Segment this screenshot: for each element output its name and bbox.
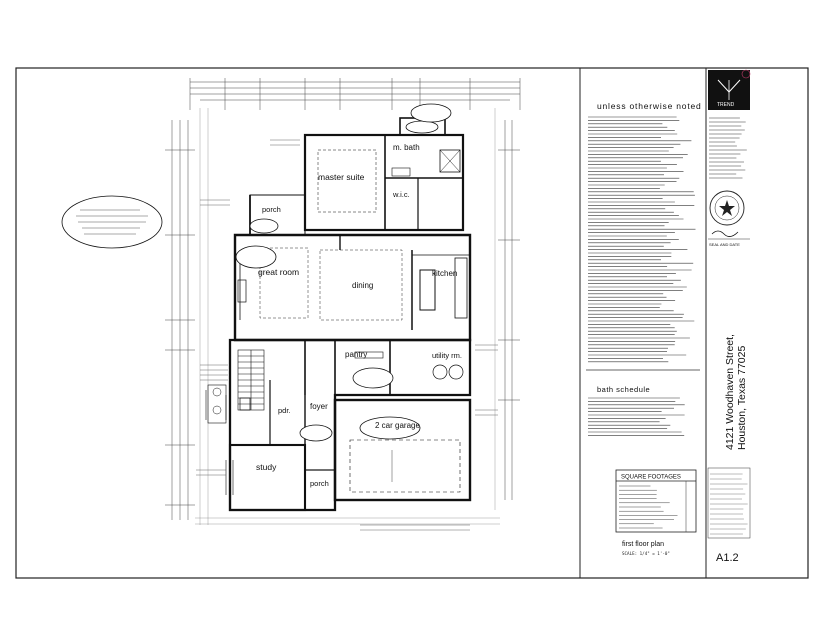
master-wing-walls (303, 133, 465, 232)
bath-schedule-body (588, 397, 685, 436)
bath-schedule-heading: bath schedule (597, 385, 650, 394)
room-label-garage: 2 car garage (375, 421, 420, 430)
seal-star-icon (719, 200, 735, 216)
square-footage-heading: SQUARE FOOTAGES (621, 475, 681, 481)
front-wing-walls (228, 338, 472, 512)
revision-cloud-foyer (299, 424, 333, 442)
revision-cloud-pantry (352, 367, 394, 389)
revision-cloud-great-room (235, 245, 277, 269)
signature (711, 230, 739, 237)
seal-caption: SEAL AND DATE (709, 242, 740, 247)
first-floor-plan (165, 78, 521, 525)
address-line-1: 4121 Woodhaven Street, (724, 334, 736, 450)
study-walls (228, 443, 307, 512)
room-label-study: study (256, 462, 277, 472)
drawing-scale: SCALE: 1/4" = 1'-0" (622, 551, 670, 556)
firm-info-lines (709, 117, 747, 179)
room-label-wic: w.i.c. (392, 190, 410, 199)
engineer-seal (709, 190, 745, 226)
room-label-pdr: pdr. (278, 406, 291, 415)
logo-wordmark: TREND (717, 102, 735, 108)
side-stoop (207, 384, 227, 424)
room-label-great-room: great room (258, 267, 299, 277)
room-label-pantry: pantry (345, 350, 367, 359)
room-label-master-suite: master suite (318, 172, 365, 182)
revision-cloud-porch (249, 218, 279, 234)
sheet-number: A1.2 (716, 552, 739, 564)
dimension-lines-left (165, 120, 195, 520)
red-stamp-mark (741, 69, 751, 79)
kitchen-island (419, 269, 436, 311)
revision-cloud-garage (359, 416, 421, 440)
revision-cloud-bath (410, 103, 452, 123)
room-label-foyer: foyer (310, 402, 328, 411)
square-footage-table: SQUARE FOOTAGES (615, 469, 697, 533)
staircase (237, 349, 265, 411)
room-label-dining: dining (352, 281, 373, 290)
room-label-rear-porch: porch (262, 205, 281, 214)
revision-clouds (61, 103, 452, 442)
room-label-m-bath: m. bath (393, 143, 420, 152)
general-notes-body (588, 116, 696, 363)
room-label-front-porch: porch (310, 479, 329, 488)
front-porch (304, 469, 336, 511)
address-line-2: Houston, Texas 77025 (736, 346, 748, 450)
dimension-lines-top (189, 78, 521, 110)
revision-table (707, 467, 751, 539)
cloud-note-lines (76, 209, 148, 235)
garage-walls (333, 398, 472, 502)
room-label-kitchen: kitchen (432, 269, 457, 278)
title-block: TREND SEAL AND DATE 4121 Woodhaven Stree… (707, 69, 751, 564)
room-labels: m. bath master suite w.i.c. porch great … (256, 143, 462, 488)
drawing-title: first floor plan (622, 541, 664, 548)
room-label-utility: utility rm. (432, 351, 462, 360)
dimension-lines-right (498, 120, 520, 500)
layout-lines (195, 108, 500, 525)
garage-door-overhead (349, 439, 461, 493)
plan-annotation-lines (196, 139, 498, 531)
notes-heading: unless otherwise noted (597, 101, 702, 111)
sheet-border (15, 67, 809, 579)
